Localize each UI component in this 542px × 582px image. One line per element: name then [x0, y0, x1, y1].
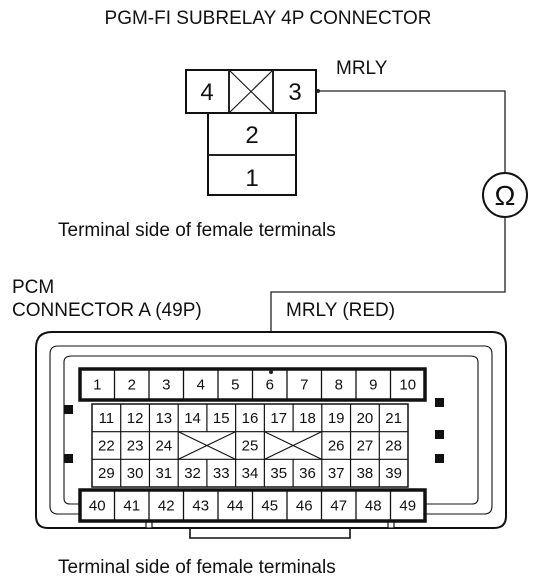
pcm-pin-10: 10 [399, 377, 416, 394]
probe-point-subrelay [316, 89, 320, 93]
pcm-pin-23: 23 [127, 438, 144, 455]
pcm-pin-48: 48 [365, 498, 382, 515]
subrelay-pin-3: 3 [288, 79, 301, 106]
pcm-pin-44: 44 [227, 498, 244, 515]
pcm-pin-39: 39 [385, 465, 402, 482]
pcm-pin-37: 37 [328, 465, 345, 482]
pcm-pin-14: 14 [184, 410, 201, 427]
pcm-pin-26: 26 [328, 438, 345, 455]
pcm-pin-31: 31 [155, 465, 172, 482]
probe-point-pcm [269, 370, 273, 374]
subrelay-pin-4: 4 [200, 79, 213, 106]
pcm-pin-15: 15 [213, 410, 230, 427]
pcm-middle-frame [91, 403, 409, 488]
pcm-pin-18: 18 [299, 410, 316, 427]
pcm-wire-label: MRLY (RED) [286, 300, 395, 321]
pcm-pin-38: 38 [357, 465, 374, 482]
pcm-caption: Terminal side of female terminals [58, 557, 336, 578]
pcm-pin-17: 17 [270, 410, 287, 427]
subrelay-connector [185, 69, 317, 196]
subrelay-title: PGM-FI SUBRELAY 4P CONNECTOR [105, 8, 432, 29]
pcm-pin-5: 5 [231, 377, 239, 394]
ohm-symbol: Ω [495, 180, 516, 211]
pcm-title-line1: PCM [12, 277, 54, 298]
pcm-pin-30: 30 [127, 465, 144, 482]
pcm-pin-41: 41 [123, 498, 140, 515]
pcm-pin-22: 22 [98, 438, 115, 455]
pcm-pin-47: 47 [330, 498, 347, 515]
pcm-pin-46: 46 [296, 498, 313, 515]
pcm-pin-29: 29 [98, 465, 115, 482]
pcm-pin-1: 1 [93, 377, 101, 394]
pcm-pin-36: 36 [299, 465, 316, 482]
pcm-pin-43: 43 [192, 498, 209, 515]
pcm-pin-8: 8 [335, 377, 343, 394]
pcm-pin-6: 6 [266, 377, 274, 394]
pcm-blank-slots [177, 431, 323, 460]
subrelay-caption: Terminal side of female terminals [58, 220, 336, 241]
pcm-pin-34: 34 [242, 465, 259, 482]
pcm-pin-16: 16 [242, 410, 259, 427]
pcm-pin-4: 4 [197, 377, 205, 394]
subrelay-pin-2: 2 [245, 122, 258, 149]
pcm-pin-9: 9 [369, 377, 377, 394]
pcm-pin-27: 27 [357, 438, 374, 455]
pcm-pin-20: 20 [357, 410, 374, 427]
pcm-pin-33: 33 [213, 465, 230, 482]
pcm-pin-19: 19 [328, 410, 345, 427]
pcm-pin-40: 40 [89, 498, 106, 515]
wire-subrelay-to-meter [316, 90, 506, 172]
pcm-pin-42: 42 [158, 498, 175, 515]
subrelay-wire-label: MRLY [336, 58, 388, 79]
pcm-pin-12: 12 [127, 410, 144, 427]
pcm-title-line2: CONNECTOR A (49P) [12, 300, 202, 321]
pcm-pin-45: 45 [261, 498, 278, 515]
pcm-pin-25: 25 [242, 438, 259, 455]
pcm-pin-13: 13 [155, 410, 172, 427]
pcm-pin-3: 3 [162, 377, 170, 394]
pcm-pin-35: 35 [270, 465, 287, 482]
pcm-pin-11: 11 [99, 410, 115, 427]
pcm-pin-24: 24 [155, 438, 172, 455]
pcm-pin-28: 28 [385, 438, 402, 455]
subrelay-pin-1: 1 [245, 165, 258, 192]
pcm-pin-2: 2 [128, 377, 136, 394]
pcm-pin-32: 32 [184, 465, 201, 482]
pcm-pin-21: 21 [385, 410, 402, 427]
pcm-pin-7: 7 [300, 377, 308, 394]
pcm-pin-49: 49 [399, 498, 416, 515]
